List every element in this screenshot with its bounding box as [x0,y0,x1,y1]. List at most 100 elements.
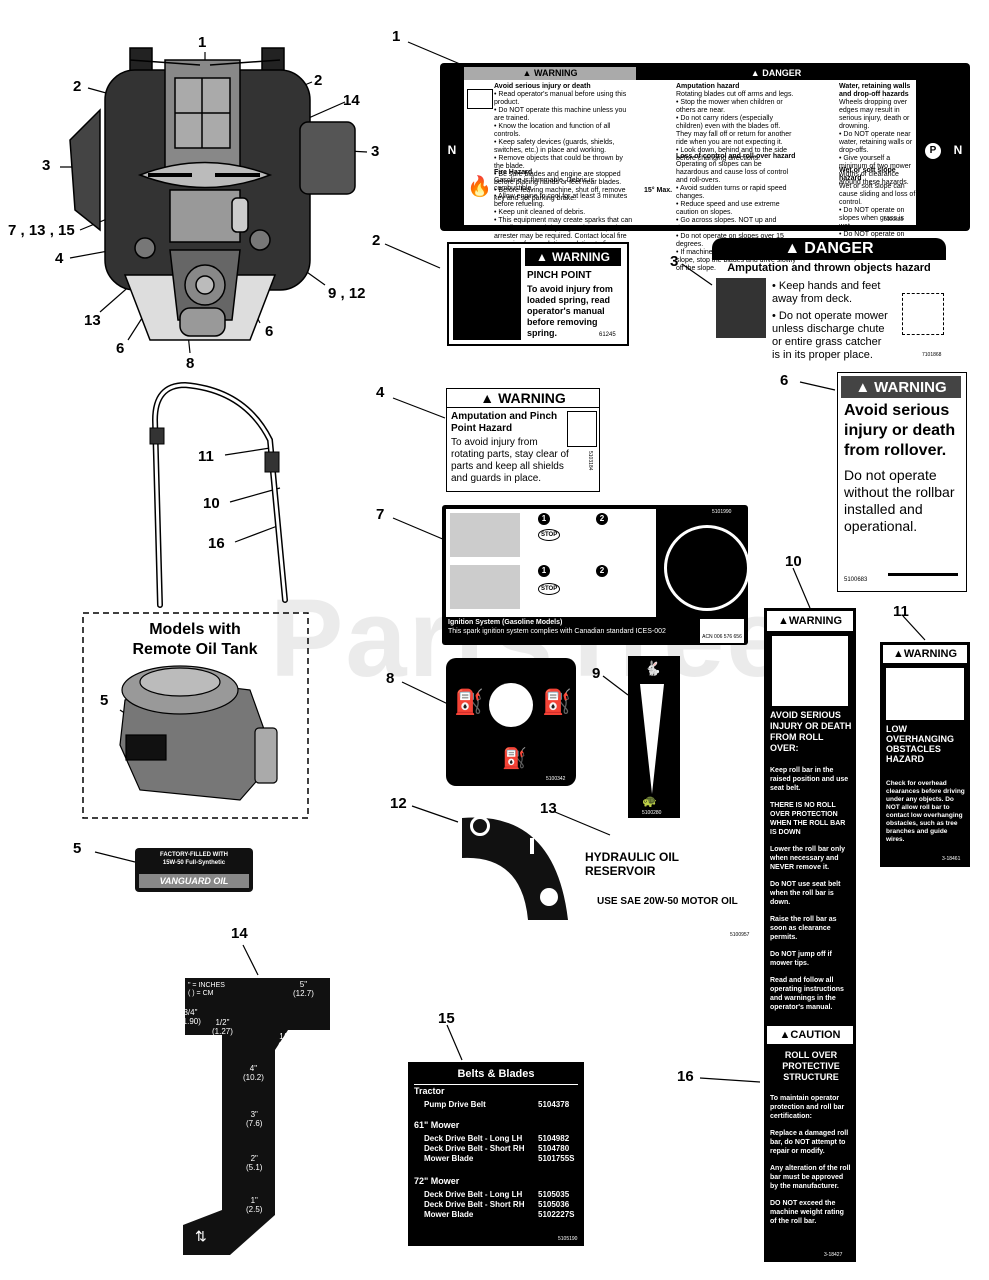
callout-13: 13 [84,312,101,329]
decal10-para: Do NOT jump off if mower tips. [770,951,832,967]
decal10-warning-label: WARNING [788,615,843,627]
mark-34: 3/4"(1.90) [180,1008,201,1026]
callout-6-right: 6 [265,323,274,340]
decal2-body: To avoid injury from loaded spring, read… [527,284,613,338]
decal13-title: HYDRAULIC OIL RESERVOIR [585,850,679,878]
section-line: Wet or soft slope can cause sliding and … [839,183,916,206]
legend-inches: " = INCHES [188,982,225,989]
decal10-part-no: 3-18427 [824,1252,843,1258]
mark-14-cm: (.64) [278,1041,295,1050]
decal10-cpara: DO NOT exceed the machine weight rating … [770,1200,844,1225]
mark-2-cm: (5.1) [246,1163,263,1172]
decal4-title: Amputation and Pinch Point Hazard [451,411,558,434]
section-line: • Do not carry riders (especially childr… [676,115,792,146]
mark-3-in: 3" [250,1110,258,1119]
decal3-subtitle: Amputation and thrown objects hazard [727,262,931,274]
manual-icon [467,89,493,109]
callout-14-decal: 14 [231,925,248,942]
remote-tank-title-2: Remote Oil Tank [132,641,258,658]
mark-3: 3"(7.6) [246,1110,262,1128]
decal11-warning-label: WARNING [903,648,958,660]
decal-15: Belts & Blades Tractor Pump Drive Belt 5… [408,1062,584,1246]
max-slope-label: 15° Max. [644,187,673,194]
decal10-cpara: To maintain operator protection and roll… [770,1095,845,1120]
no-riders-icon [664,525,750,611]
decal6-warning: ▲WARNING [841,376,961,398]
decal-8: ⛽ ⛽ ⛽ 5100342 [446,658,576,786]
mark-2: 2"(5.1) [246,1154,262,1172]
n-right: N [953,143,963,157]
decal6-title: Avoid serious injury or death from rollo… [844,402,956,459]
decal5-line2: 15W-50 Full-Synthetic [162,860,226,866]
row-label: Deck Drive Belt - Long LH [424,1134,523,1143]
section-line: • Do not operate on slopes over 15 degre… [676,233,784,248]
section-line: • Know the location and function of all … [494,123,611,138]
section-line: • Keep safety devices (guards, shields, … [494,139,615,154]
mark-1-in: 1" [250,1196,258,1205]
decal10-caution: ▲CAUTION [767,1026,853,1044]
mark-5: 5"(12.7) [293,980,314,998]
callout-decal-16: 16 [677,1068,694,1085]
speed-wedge [640,684,664,794]
decal2-part-no: 61245 [599,332,616,338]
section-title: Avoid serious injury or death [494,83,591,90]
decal-6: ▲WARNING Avoid serious injury or death f… [837,372,967,592]
callout-2-right: 2 [314,72,323,89]
section-line: Operating on slopes can be hazardous and… [676,161,789,184]
decal3-bullet-1-text: Keep hands and feet away from deck. [772,280,881,305]
section-title: Wet or soft slope hazard [839,167,896,182]
decal1-danger-header: ▲ DANGER [636,67,916,80]
mark-14-in: 1/4" [279,1032,294,1041]
decal9-part-no: 5100280 [642,810,662,816]
decal10-para: Do NOT use seat belt when the roll bar i… [770,881,841,906]
acn-label: ACN 006 576 656 [700,619,744,643]
mark-2-in: 2" [250,1154,258,1163]
hand-blade-icon [716,278,766,338]
decal6-warning-label: WARNING [874,378,947,396]
decal2-warning: ▲ WARNING [525,248,621,266]
mark-5-cm: (12.7) [293,989,314,998]
decal1-section-rollover: Loss of control and roll-over hazard Ope… [676,153,796,273]
section-line: • Look down, behind and to the side befo… [676,147,788,162]
callout-2-left: 2 [73,78,82,95]
thrown-object-icon [902,293,944,335]
mark-4: 4"(10.2) [243,1064,264,1082]
callout-decal-11: 11 [893,603,909,620]
mark-12-in: 1/2" [215,1018,230,1027]
decal1-part-no: 5100685 [884,217,904,223]
section-line: Rotating blades cut off arms and legs. [676,91,794,98]
row-label: Deck Drive Belt - Short RH [424,1200,525,1209]
group-72: 72" Mower [414,1176,460,1186]
fuel-off-icon: ⛽ [502,748,527,770]
gear-hand-icon [567,411,597,447]
mark-4-cm: (10.2) [243,1073,264,1082]
section-line: Wheels dropping over edges may result in… [839,99,910,130]
decal10-paras: Keep roll bar in the raised position and… [770,766,852,1020]
callout-4: 4 [55,250,64,267]
section-line: • Keep unit cleaned of debris. [494,209,586,216]
mark-4-in: 4" [249,1064,258,1073]
callout-3-right: 3 [371,143,380,160]
decal11-title: LOW OVERHANGING OBSTACLES HAZARD [886,724,955,764]
rollover-icon [772,636,848,706]
decal11-part-no: 3-18461 [942,856,961,862]
decal11-warning: ▲WARNING [883,645,967,663]
mower-operator-icon [450,513,520,557]
decal10-cpara: Replace a damaged roll bar, do NOT attem… [770,1130,849,1155]
callout-decal-13: 13 [540,800,557,817]
step-1-badge: 1 [538,513,550,525]
decal7-instructions: 1 2 STOP 1 2 STOP [446,509,656,617]
callout-decal-4: 4 [376,384,385,401]
mark-1: 1"(2.5) [246,1196,262,1214]
mark-3-cm: (7.6) [246,1119,263,1128]
n-left: N [447,143,457,157]
section-title: Loss of control and roll-over hazard [676,153,796,160]
pinch-hand-icon [453,248,521,340]
decal14-legend: " = INCHES ( ) = CM [188,982,225,998]
decal15-part-no: 5105190 [558,1236,578,1242]
decal10-para: Keep roll bar in the raised position and… [770,767,849,792]
row-label: Pump Drive Belt [424,1100,486,1109]
stop-sign: STOP [538,529,561,541]
decal6-part-no: 5100683 [844,577,868,583]
section-line: • Reduce speed and use extreme caution o… [676,201,780,216]
